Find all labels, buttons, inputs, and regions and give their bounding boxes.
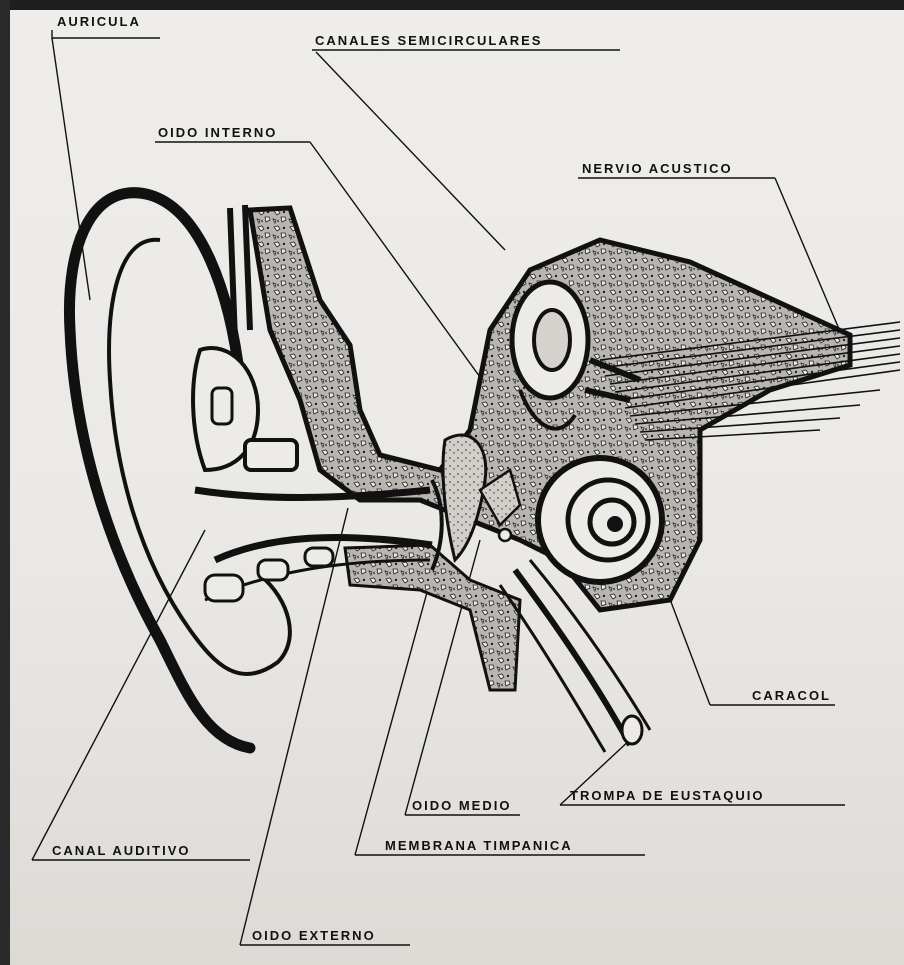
cartilage-block (245, 440, 297, 470)
label-caracol: CARACOL (752, 688, 831, 703)
tube-opening (622, 716, 642, 744)
canales-leader (316, 52, 505, 250)
semicircular-canal-inner (534, 310, 570, 370)
canal-auditivo-leader (32, 530, 205, 860)
label-trompa-de-eustaquio: TROMPA DE EUSTAQUIO (570, 788, 764, 803)
auricle-helix (230, 205, 250, 340)
label-oido-medio: OIDO MEDIO (412, 798, 511, 813)
cochlea-core (607, 516, 623, 532)
label-canales-semicirculares: CANALES SEMICIRCULARES (315, 33, 542, 48)
label-membrana-timpanica: MEMBRANA TIMPANICA (385, 838, 573, 853)
label-nervio-acustico: NERVIO ACUSTICO (582, 161, 733, 176)
canal-upper-wall (195, 490, 430, 498)
label-oido-externo: OIDO EXTERNO (252, 928, 376, 943)
label-oido-interno: OIDO INTERNO (158, 125, 277, 140)
cochlea-outer (538, 458, 662, 582)
label-auricula: AURICULA (57, 14, 141, 29)
cartilage-small (212, 388, 232, 424)
auricula-underline (52, 30, 160, 38)
label-canal-auditivo: CANAL AUDITIVO (52, 843, 191, 858)
ossicle-stapes (499, 529, 511, 541)
